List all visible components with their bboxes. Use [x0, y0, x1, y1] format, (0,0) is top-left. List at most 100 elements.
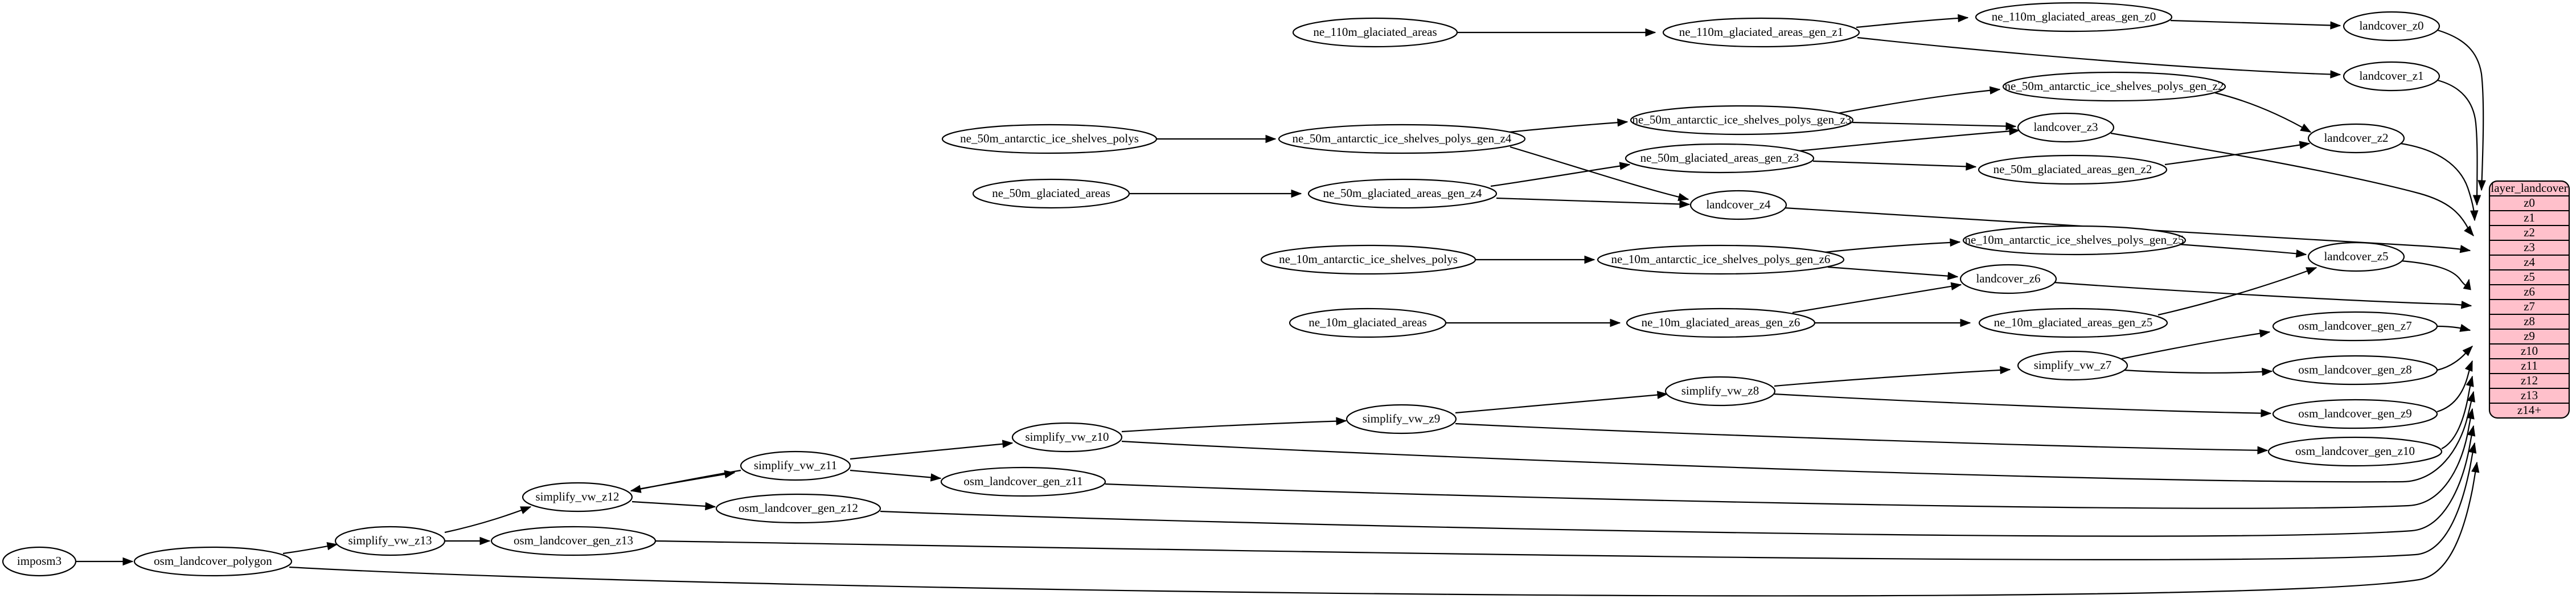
node-ellipse[interactable] — [490, 526, 657, 556]
record-row-z4[interactable]: z4 — [2524, 255, 2535, 269]
graph-node-osm_landcover_polygon[interactable]: osm_landcover_polygon — [133, 546, 293, 577]
graph-node-ne_50m_antarctic_ice_shelves_polys_gen_z2[interactable]: ne_50m_antarctic_ice_shelves_polys_gen_z… — [2002, 71, 2226, 102]
graph-node-ne_50m_glaciated_areas[interactable]: ne_50m_glaciated_areas — [972, 178, 1130, 209]
node-ellipse[interactable] — [1346, 404, 1457, 434]
graph-node-ne_50m_antarctic_ice_shelves_polys[interactable]: ne_50m_antarctic_ice_shelves_polys — [941, 124, 1158, 154]
graph-node-ne_110m_glaciated_areas_gen_z1[interactable]: ne_110m_glaciated_areas_gen_z1 — [1662, 17, 1860, 48]
graph-node-osm_landcover_gen_z11[interactable]: osm_landcover_gen_z11 — [940, 466, 1106, 497]
node-ellipse[interactable] — [2002, 71, 2226, 102]
graph-node-ne_10m_antarctic_ice_shelves_polys_gen_z6[interactable]: ne_10m_antarctic_ice_shelves_polys_gen_z… — [1597, 244, 1845, 275]
graph-node-simplify_vw_z9[interactable]: simplify_vw_z9 — [1346, 404, 1457, 434]
edge-arrowhead — [2472, 195, 2481, 206]
node-ellipse[interactable] — [1662, 17, 1860, 48]
graph-node-imposm3[interactable]: imposm3 — [2, 546, 77, 577]
graph-node-ne_50m_glaciated_areas_gen_z2[interactable]: ne_50m_glaciated_areas_gen_z2 — [1978, 154, 2168, 185]
graph-node-ne_10m_antarctic_ice_shelves_polys_gen_z5[interactable]: ne_10m_antarctic_ice_shelves_polys_gen_z… — [1962, 225, 2187, 256]
graph-node-landcover_z2[interactable]: landcover_z2 — [2307, 123, 2405, 154]
record-row-z14p[interactable]: z14+ — [2517, 403, 2541, 417]
record-row-z2[interactable]: z2 — [2524, 225, 2535, 239]
node-label: simplify_vw_z8 — [1681, 384, 1759, 397]
graph-node-osm_landcover_gen_z9[interactable]: osm_landcover_gen_z9 — [2272, 399, 2438, 429]
node-ellipse[interactable] — [2272, 355, 2438, 386]
graph-node-landcover_z4[interactable]: landcover_z4 — [1689, 190, 1787, 220]
node-label: landcover_z1 — [2359, 69, 2423, 83]
node-ellipse[interactable] — [2272, 311, 2438, 342]
graph-node-landcover_z6[interactable]: landcover_z6 — [1959, 264, 2057, 294]
node-ellipse[interactable] — [2343, 61, 2440, 92]
node-ellipse[interactable] — [1978, 154, 2168, 185]
graph-node-landcover_z0[interactable]: landcover_z0 — [2343, 11, 2440, 42]
record-row-z0[interactable]: z0 — [2524, 196, 2535, 210]
node-ellipse[interactable] — [1597, 244, 1845, 275]
node-ellipse[interactable] — [1011, 422, 1123, 453]
node-ellipse[interactable] — [1962, 225, 2187, 256]
node-ellipse[interactable] — [2307, 241, 2405, 272]
node-ellipse[interactable] — [715, 493, 881, 524]
record-row-z1[interactable]: z1 — [2524, 211, 2535, 224]
graph-node-simplify_vw_z7[interactable]: simplify_vw_z7 — [2017, 350, 2128, 381]
graph-node-ne_50m_glaciated_areas_gen_z3[interactable]: ne_50m_glaciated_areas_gen_z3 — [1625, 143, 1815, 174]
graph-node-osm_landcover_gen_z10[interactable]: osm_landcover_gen_z10 — [2267, 436, 2443, 467]
graph-node-simplify_vw_z11[interactable]: simplify_vw_z11 — [740, 450, 851, 481]
node-ellipse[interactable] — [941, 124, 1158, 154]
record-row-z7[interactable]: z7 — [2524, 300, 2535, 313]
graph-node-ne_50m_antarctic_ice_shelves_polys_gen_z4[interactable]: ne_50m_antarctic_ice_shelves_polys_gen_z… — [1278, 124, 1526, 154]
node-ellipse[interactable] — [1292, 17, 1458, 48]
node-ellipse[interactable] — [972, 178, 1130, 209]
node-ellipse[interactable] — [1260, 244, 1476, 275]
node-ellipse[interactable] — [1689, 190, 1787, 220]
node-ellipse[interactable] — [1959, 264, 2057, 294]
graph-node-simplify_vw_z8[interactable]: simplify_vw_z8 — [1664, 376, 1776, 407]
graph-node-ne_10m_antarctic_ice_shelves_polys[interactable]: ne_10m_antarctic_ice_shelves_polys — [1260, 244, 1476, 275]
graph-node-osm_landcover_gen_z7[interactable]: osm_landcover_gen_z7 — [2272, 311, 2438, 342]
graph-node-ne_50m_glaciated_areas_gen_z4[interactable]: ne_50m_glaciated_areas_gen_z4 — [1307, 178, 1498, 209]
node-label: ne_110m_glaciated_areas_gen_z0 — [1992, 10, 2156, 23]
node-ellipse[interactable] — [2267, 436, 2443, 467]
node-ellipse[interactable] — [2307, 123, 2405, 154]
node-ellipse[interactable] — [1630, 105, 1854, 136]
graph-node-osm_landcover_gen_z8[interactable]: osm_landcover_gen_z8 — [2272, 355, 2438, 386]
node-ellipse[interactable] — [1975, 2, 2173, 32]
node-ellipse[interactable] — [2272, 399, 2438, 429]
node-ellipse[interactable] — [740, 450, 851, 481]
record-row-z12[interactable]: z12 — [2521, 374, 2538, 387]
node-ellipse[interactable] — [133, 546, 293, 577]
record-row-z13[interactable]: z13 — [2521, 388, 2538, 402]
node-ellipse[interactable] — [2017, 350, 2128, 381]
graph-node-landcover_z5[interactable]: landcover_z5 — [2307, 241, 2405, 272]
graph-node-ne_10m_glaciated_areas_gen_z6[interactable]: ne_10m_glaciated_areas_gen_z6 — [1626, 307, 1816, 338]
graph-node-ne_10m_glaciated_areas_gen_z5[interactable]: ne_10m_glaciated_areas_gen_z5 — [1978, 307, 2168, 338]
record-row-z6[interactable]: z6 — [2524, 285, 2535, 298]
graph-node-ne_50m_antarctic_ice_shelves_polys_gen_z3[interactable]: ne_50m_antarctic_ice_shelves_polys_gen_z… — [1630, 105, 1854, 136]
graph-node-ne_110m_glaciated_areas[interactable]: ne_110m_glaciated_areas — [1292, 17, 1458, 48]
graph-node-simplify_vw_z12[interactable]: simplify_vw_z12 — [522, 482, 633, 512]
node-ellipse[interactable] — [522, 482, 633, 512]
node-ellipse[interactable] — [1625, 143, 1815, 174]
record-row-z5[interactable]: z5 — [2524, 270, 2535, 284]
node-ellipse[interactable] — [1278, 124, 1526, 154]
node-ellipse[interactable] — [2, 546, 77, 577]
node-ellipse[interactable] — [1664, 376, 1776, 407]
graph-node-landcover_z1[interactable]: landcover_z1 — [2343, 61, 2440, 92]
node-ellipse[interactable] — [1626, 307, 1816, 338]
record-row-z3[interactable]: z3 — [2524, 240, 2535, 254]
graph-node-ne_110m_glaciated_areas_gen_z0[interactable]: ne_110m_glaciated_areas_gen_z0 — [1975, 2, 2173, 32]
node-ellipse[interactable] — [334, 526, 446, 556]
graph-node-osm_landcover_gen_z12[interactable]: osm_landcover_gen_z12 — [715, 493, 881, 524]
graph-node-landcover_z3[interactable]: landcover_z3 — [2017, 112, 2115, 143]
record-row-z8[interactable]: z8 — [2524, 314, 2535, 328]
graph-node-simplify_vw_z10[interactable]: simplify_vw_z10 — [1011, 422, 1123, 453]
graph-node-simplify_vw_z13[interactable]: simplify_vw_z13 — [334, 526, 446, 556]
record-row-z10[interactable]: z10 — [2521, 344, 2538, 358]
graph-node-osm_landcover_gen_z13[interactable]: osm_landcover_gen_z13 — [490, 526, 657, 556]
graph-node-ne_10m_glaciated_areas[interactable]: ne_10m_glaciated_areas — [1289, 307, 1447, 338]
node-ellipse[interactable] — [1289, 307, 1447, 338]
node-ellipse[interactable] — [1978, 307, 2168, 338]
record-row-z11[interactable]: z11 — [2521, 359, 2538, 372]
node-ellipse[interactable] — [1307, 178, 1498, 209]
node-ellipse[interactable] — [2343, 11, 2440, 42]
record-row-z9[interactable]: z9 — [2524, 329, 2535, 343]
record-node-layer_landcover[interactable]: layer_landcoverz0z1z2z3z4z5z6z7z8z9z10z1… — [2488, 180, 2570, 419]
node-ellipse[interactable] — [2017, 112, 2115, 143]
node-ellipse[interactable] — [940, 466, 1106, 497]
